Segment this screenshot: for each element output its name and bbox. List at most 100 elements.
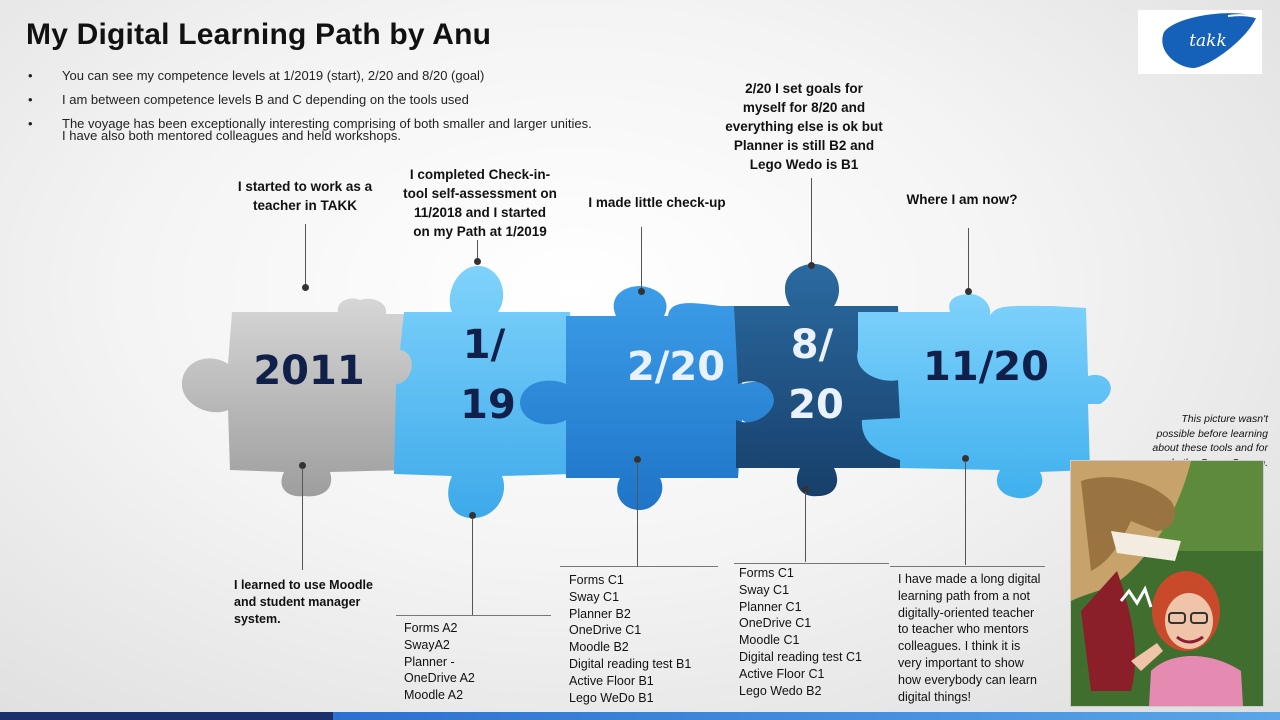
list-item: Sway C1 <box>569 589 620 604</box>
leader-line <box>477 240 478 262</box>
caption-line: everything else is ok but <box>725 119 883 134</box>
competence-list-1-19: Forms A2 SwayA2 Planner - OneDrive A2 Mo… <box>404 620 475 704</box>
divider-line <box>560 566 718 567</box>
caption-2-20: I made little check-up <box>574 193 740 212</box>
leader-line <box>965 461 966 565</box>
piece-label-11-20: 11/20 <box>923 344 1049 390</box>
piece-label-2011: 2011 <box>253 348 364 394</box>
page-title: My Digital Learning Path by Anu <box>26 18 492 51</box>
caption-line: on my Path at 1/2019 <box>413 224 547 239</box>
list-item: Forms C1 <box>739 566 794 580</box>
caption-line: I made little check-up <box>588 195 726 210</box>
text-line: learning path from a not <box>898 588 1031 603</box>
leader-dot <box>299 462 306 469</box>
bullet-line: I am between competence levels B and C d… <box>62 92 469 107</box>
list-item: SwayA2 <box>404 637 450 652</box>
list-item: Active Floor B1 <box>569 673 654 688</box>
bullet-line: You can see my competence levels at 1/20… <box>62 68 485 83</box>
list-item: Moodle C1 <box>739 633 800 648</box>
competence-list-2-20: Forms C1 Sway C1 Planner B2 OneDrive C1 … <box>569 572 691 706</box>
caption-1-19: I completed Check-in- tool self-assessme… <box>394 165 566 241</box>
list-item: Planner B2 <box>569 606 631 621</box>
bullet-line: The voyage has been exceptionally intere… <box>62 116 592 131</box>
leader-dot <box>469 512 476 519</box>
leader-dot <box>962 455 969 462</box>
takk-logo: takk <box>1138 10 1262 74</box>
competence-list-8-20: Forms C1 Sway C1 Planner C1 OneDrive C1 … <box>739 565 862 699</box>
leader-dot <box>638 288 645 295</box>
list-item: Planner - <box>404 654 455 669</box>
leader-line <box>637 462 638 566</box>
leader-line <box>641 227 642 290</box>
caption-line: about these tools and for <box>1152 442 1268 454</box>
leader-dot <box>474 258 481 265</box>
leader-line <box>305 224 306 287</box>
leader-line <box>472 518 473 616</box>
leader-line <box>805 492 806 562</box>
logo-text: takk <box>1189 31 1227 51</box>
leader-dot <box>808 262 815 269</box>
text-line: colleagues. I think it is <box>898 639 1021 654</box>
list-item: Moodle B2 <box>569 640 629 655</box>
bullet-item: I am between competence levels B and C d… <box>28 92 668 107</box>
caption-line: Planner is still B2 and <box>733 138 875 153</box>
text-line: digitally-oriented teacher <box>898 605 1035 620</box>
puzzle-piece-2011 <box>181 298 424 497</box>
text-line: to teacher who mentors <box>898 622 1029 637</box>
list-item: Digital reading test B1 <box>569 656 692 671</box>
list-item: Planner C1 <box>739 599 802 614</box>
piece-label-1-19-bottom: 19 <box>460 382 516 428</box>
bullet-line: I have also both mentored colleagues and… <box>62 128 401 143</box>
divider-line <box>890 566 1045 567</box>
list-item: OneDrive C1 <box>569 623 642 638</box>
caption-line: I completed Check-in- <box>409 167 551 182</box>
piece-label-2-20: 2/20 <box>627 344 725 390</box>
leader-line <box>811 178 812 264</box>
caption-line: Lego Wedo is B1 <box>749 157 859 172</box>
leader-dot <box>802 486 809 493</box>
caption-line: tool self-assessment on <box>403 186 557 201</box>
green-screen-photo <box>1070 460 1264 707</box>
caption-11-20: Where I am now? <box>882 190 1042 209</box>
caption-line: 11/2018 and I started <box>413 205 547 220</box>
piece-label-1-19-top: 1/ <box>463 322 506 368</box>
caption-line: 2/20 I set goals for <box>745 81 863 96</box>
caption-line: teacher in TAKK <box>252 198 358 213</box>
caption-2011: I started to work as a teacher in TAKK <box>222 177 388 215</box>
footer-bar <box>0 712 1280 720</box>
list-item: Sway C1 <box>739 582 790 597</box>
piece-label-8-20-top: 8/ <box>791 322 834 368</box>
bullet-item: You can see my competence levels at 1/20… <box>28 68 668 83</box>
list-item: Digital reading test C1 <box>739 649 862 664</box>
text-line: digital things! <box>898 689 971 704</box>
leader-dot <box>634 456 641 463</box>
list-item: OneDrive C1 <box>739 616 812 631</box>
puzzle-piece-2-20 <box>520 286 783 510</box>
list-item: Forms A2 <box>404 621 458 635</box>
leader-dot <box>965 288 972 295</box>
bottom-text-2011: I learned to use Moodle and student mana… <box>234 577 373 627</box>
caption-line: Where I am now? <box>906 192 1018 207</box>
leader-line <box>968 228 969 290</box>
list-item: Active Floor C1 <box>739 666 825 681</box>
caption-line: possible before learning <box>1156 427 1269 440</box>
puzzle-piece-11-20 <box>857 294 1111 499</box>
text-line: and student manager <box>234 594 361 609</box>
list-item: Forms C1 <box>569 573 624 587</box>
divider-line <box>396 615 551 616</box>
piece-label-8-20-bottom: 20 <box>788 382 844 428</box>
bullet-list: You can see my competence levels at 1/20… <box>28 68 668 154</box>
list-item: Lego Wedo B2 <box>739 683 822 698</box>
leader-line <box>302 468 303 570</box>
caption-line: This picture wasn't <box>1181 413 1268 425</box>
caption-8-20: 2/20 I set goals for myself for 8/20 and… <box>714 79 894 174</box>
leader-dot <box>302 284 309 291</box>
caption-line: I started to work as a <box>237 179 373 194</box>
list-item: Lego WeDo B1 <box>569 690 654 705</box>
bullet-item: The voyage has been exceptionally intere… <box>28 116 668 143</box>
text-line: I learned to use Moodle <box>234 578 373 592</box>
caption-line: myself for 8/20 and <box>742 100 866 115</box>
list-item: OneDrive A2 <box>404 671 475 686</box>
text-line: I have made a long digital <box>898 572 1041 586</box>
